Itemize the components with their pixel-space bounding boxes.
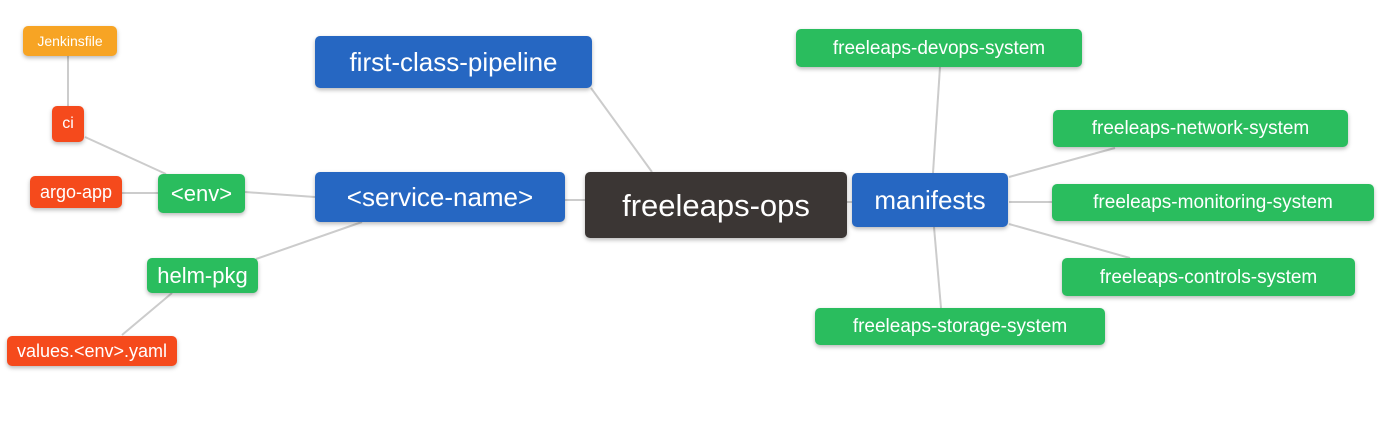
node-freeleaps-monitoring-system[interactable]: freeleaps-monitoring-system xyxy=(1052,184,1374,221)
node-jenkinsfile[interactable]: Jenkinsfile xyxy=(23,26,117,56)
node-argo-app[interactable]: argo-app xyxy=(30,176,122,208)
edge-manifests-to-freeleaps-storage-system xyxy=(933,226,942,309)
edge-helm-pkg-to-values-env-yaml xyxy=(121,292,173,336)
edge-env-to-service-name xyxy=(244,191,316,198)
node-manifests[interactable]: manifests xyxy=(852,173,1008,227)
node-ci[interactable]: ci xyxy=(52,106,84,142)
node-env[interactable]: <env> xyxy=(158,174,245,213)
edge-manifests-to-freeleaps-controls-system xyxy=(1008,223,1131,259)
node-freeleaps-storage-system[interactable]: freeleaps-storage-system xyxy=(815,308,1105,345)
edge-ci-to-env xyxy=(84,136,167,175)
node-service-name[interactable]: <service-name> xyxy=(315,172,565,222)
edge-manifests-to-freeleaps-devops-system xyxy=(932,66,941,174)
node-freeleaps-ops[interactable]: freeleaps-ops xyxy=(585,172,847,238)
edge-service-name-to-helm-pkg xyxy=(255,221,363,260)
node-first-class-pipeline[interactable]: first-class-pipeline xyxy=(315,36,592,88)
node-values-env-yaml[interactable]: values.<env>.yaml xyxy=(7,336,177,366)
node-freeleaps-network-system[interactable]: freeleaps-network-system xyxy=(1053,110,1348,147)
node-freeleaps-devops-system[interactable]: freeleaps-devops-system xyxy=(796,29,1082,67)
edge-manifests-to-freeleaps-network-system xyxy=(1008,147,1116,178)
node-freeleaps-controls-system[interactable]: freeleaps-controls-system xyxy=(1062,258,1355,296)
node-helm-pkg[interactable]: helm-pkg xyxy=(147,258,258,293)
edge-first-class-pipeline-to-freeleaps-ops xyxy=(590,87,653,173)
